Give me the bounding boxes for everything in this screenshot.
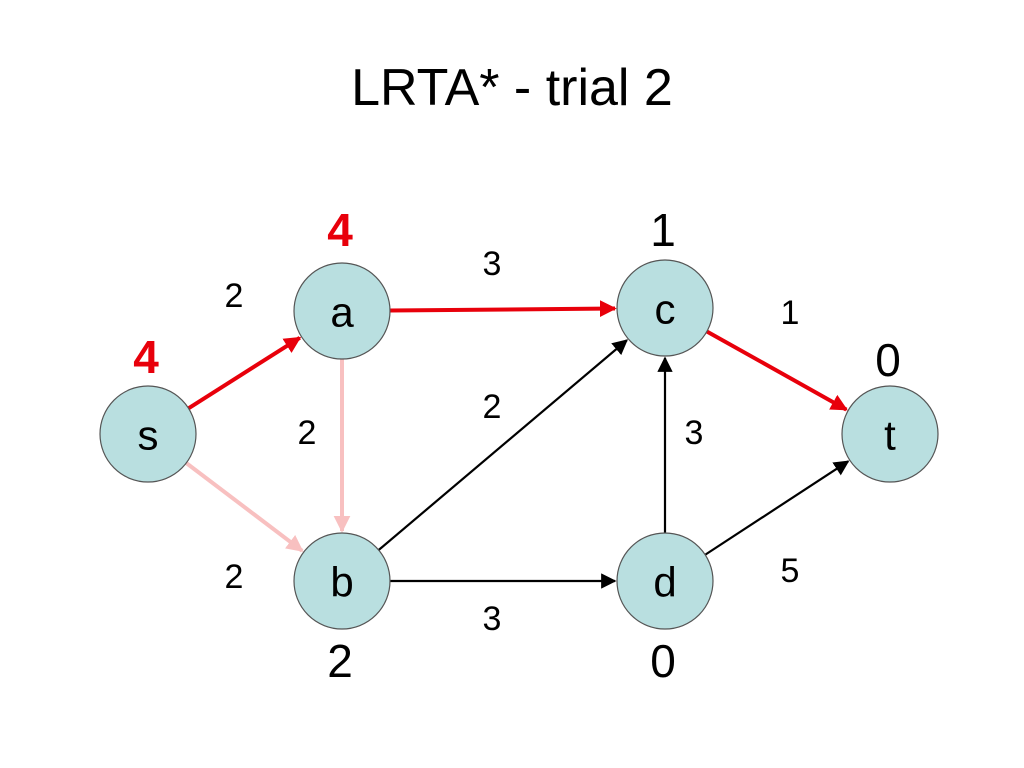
node-b: b bbox=[293, 532, 391, 630]
edge-d-t bbox=[704, 460, 850, 556]
node-circle-c bbox=[616, 259, 714, 357]
node-label-s: s bbox=[138, 412, 159, 459]
edge-b-c bbox=[377, 339, 628, 551]
edge-weight-a-b: 2 bbox=[298, 414, 317, 452]
edge-weight-b-c: 2 bbox=[483, 388, 502, 426]
node-circle-s bbox=[99, 385, 197, 483]
heuristic-d: 0 bbox=[650, 635, 676, 687]
heuristic-b: 2 bbox=[327, 635, 353, 687]
node-circle-a bbox=[293, 262, 391, 360]
edge-s-b bbox=[185, 461, 304, 553]
heuristic-c: 1 bbox=[650, 204, 676, 256]
node-label-c: c bbox=[655, 286, 676, 333]
edge-s-a bbox=[187, 336, 302, 410]
edge-weight-d-t: 5 bbox=[781, 552, 800, 590]
heuristic-s: 4 bbox=[133, 331, 159, 383]
heuristics-layer: 4 4 2 1 0 0 bbox=[133, 204, 901, 687]
node-circle-t bbox=[841, 385, 939, 483]
node-d: d bbox=[616, 532, 714, 630]
node-label-b: b bbox=[330, 559, 353, 606]
heuristic-t: 0 bbox=[875, 334, 901, 386]
nodes-layer: s a b c d t bbox=[99, 259, 939, 630]
node-label-d: d bbox=[653, 559, 676, 606]
edge-weights-layer: 2 2 2 3 2 3 3 1 5 bbox=[225, 245, 800, 638]
node-label-a: a bbox=[330, 289, 354, 336]
node-a: a bbox=[293, 262, 391, 360]
edge-weight-s-b: 2 bbox=[225, 558, 244, 596]
node-t: t bbox=[841, 385, 939, 483]
edge-weight-c-t: 1 bbox=[781, 294, 800, 332]
edges-layer bbox=[185, 300, 850, 589]
node-c: c bbox=[616, 259, 714, 357]
edge-weight-b-d: 3 bbox=[483, 600, 502, 638]
node-circle-d bbox=[616, 532, 714, 630]
node-circle-b bbox=[293, 532, 391, 630]
node-label-t: t bbox=[884, 412, 896, 459]
edge-weight-s-a: 2 bbox=[225, 277, 244, 315]
edge-weight-d-c: 3 bbox=[685, 414, 704, 452]
heuristic-a: 4 bbox=[327, 204, 353, 256]
slide-title: LRTA* - trial 2 bbox=[351, 59, 673, 117]
edge-weight-a-c: 3 bbox=[483, 245, 502, 283]
node-s: s bbox=[99, 385, 197, 483]
edge-a-c bbox=[389, 300, 617, 318]
edge-c-t bbox=[705, 329, 848, 412]
